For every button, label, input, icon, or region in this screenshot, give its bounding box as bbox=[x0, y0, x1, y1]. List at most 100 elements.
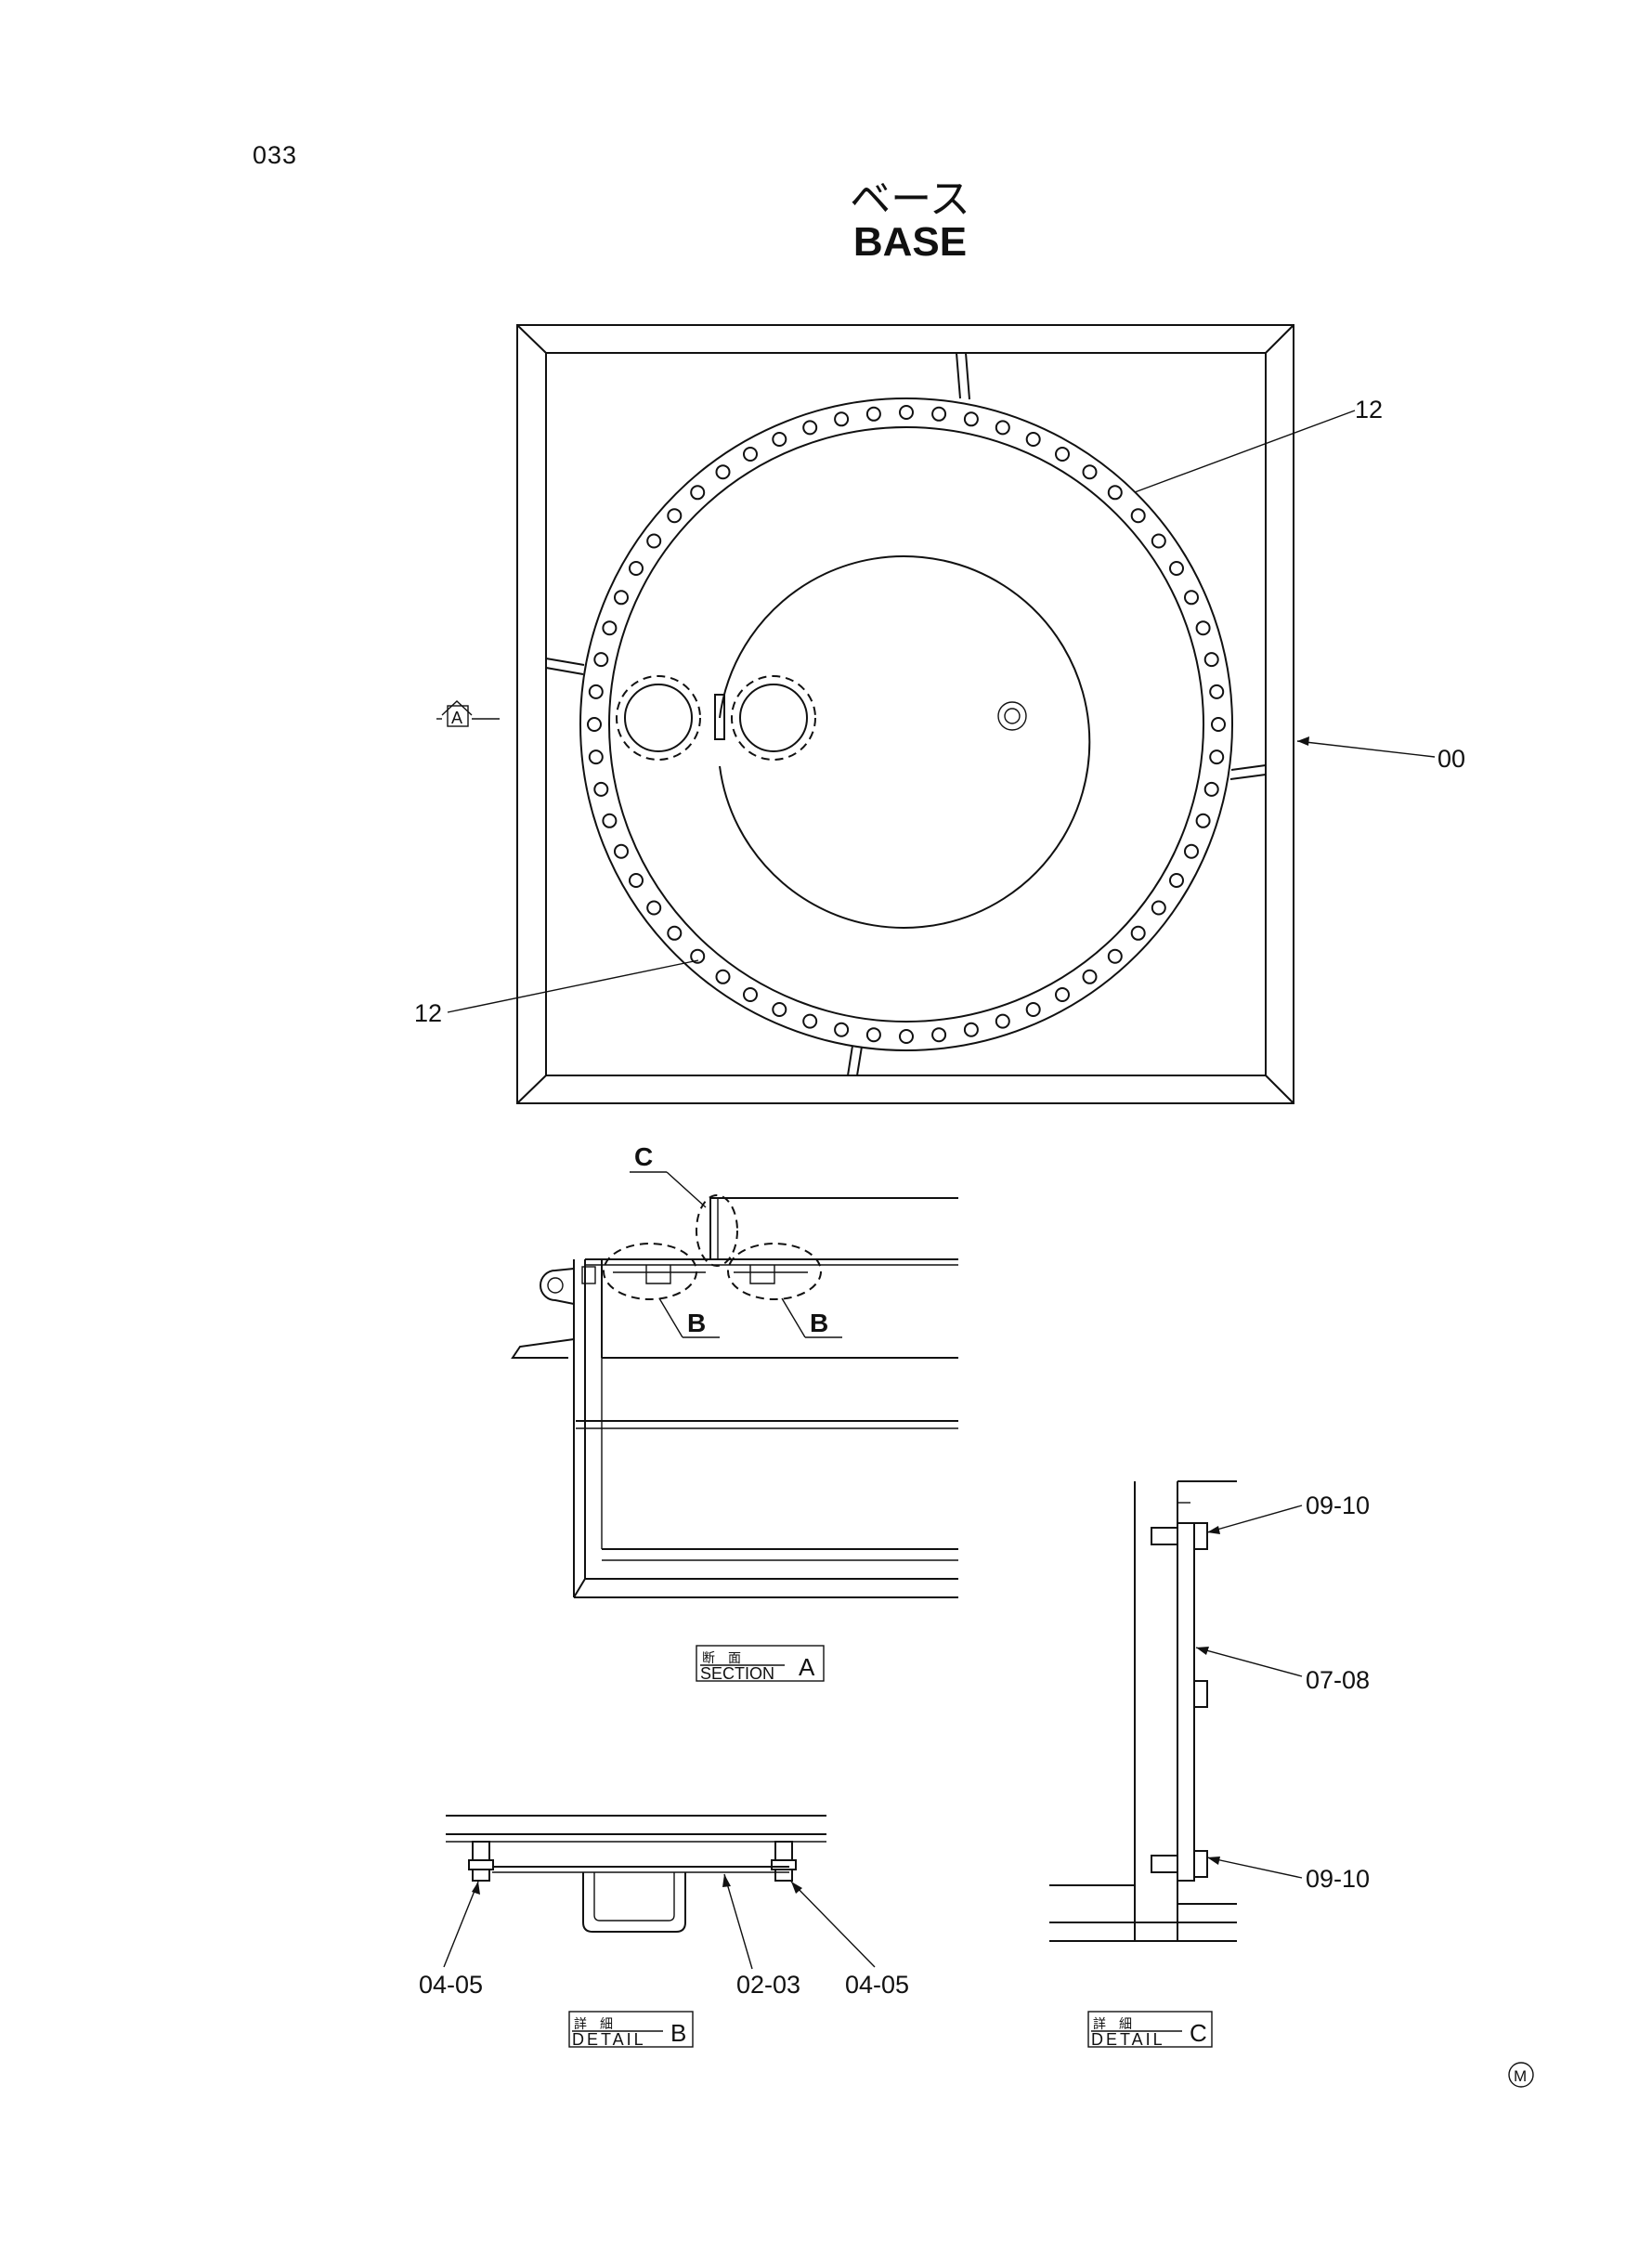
bolt-hole bbox=[715, 969, 731, 984]
grease-fitting bbox=[997, 701, 1027, 731]
bolt-hole bbox=[690, 485, 706, 501]
bolt-hole bbox=[802, 1013, 818, 1029]
bolt-hole bbox=[865, 1027, 881, 1043]
bolt-hole bbox=[1203, 781, 1219, 797]
bolt-hole bbox=[1211, 717, 1226, 732]
bolt-hole bbox=[614, 843, 629, 859]
svg-text:SECTION: SECTION bbox=[700, 1664, 774, 1683]
detail-c-caption: 詳 細 DETAIL C bbox=[1087, 2011, 1213, 2049]
svg-text:DETAIL: DETAIL bbox=[1091, 2030, 1165, 2049]
svg-text:A: A bbox=[451, 709, 462, 727]
base-frame-outer bbox=[516, 324, 1294, 1104]
bolt-hole bbox=[743, 987, 758, 1002]
bolt-hole bbox=[667, 925, 683, 941]
bolt-hole bbox=[588, 749, 604, 765]
bolt-hole bbox=[690, 948, 706, 964]
bolt-hole bbox=[646, 533, 662, 549]
title-english: BASE bbox=[852, 219, 968, 265]
bolt-hole bbox=[1082, 969, 1098, 984]
section-a-caption: 断 面 SECTION A bbox=[696, 1645, 825, 1683]
bolt-hole bbox=[931, 1027, 947, 1043]
title-japanese: ベース bbox=[850, 176, 970, 223]
bolt-hole bbox=[1130, 508, 1146, 524]
page-number: 033 bbox=[253, 141, 298, 169]
bolt-hole bbox=[899, 405, 914, 420]
svg-text:詳 細: 詳 細 bbox=[574, 2017, 613, 2032]
bolt-hole bbox=[1169, 561, 1184, 576]
svg-text:C: C bbox=[1190, 2019, 1207, 2047]
callout-00: 00 bbox=[1437, 745, 1465, 773]
bolt-hole bbox=[995, 420, 1010, 436]
bolt-hole bbox=[629, 873, 644, 888]
bolt-hole bbox=[1025, 432, 1041, 447]
bolt-hole bbox=[995, 1013, 1010, 1029]
base-frame-inner bbox=[545, 352, 1267, 1076]
centre-plate bbox=[719, 555, 1091, 929]
callout-04-05-left: 04-05 bbox=[419, 1971, 483, 1999]
bolt-hole bbox=[899, 1029, 914, 1044]
detail-c-view: 09-10 07-08 09-10 詳 細 DETAIL C bbox=[1049, 1480, 1370, 2049]
bolt-hole bbox=[865, 406, 881, 422]
bolt-hole bbox=[834, 411, 850, 427]
bolt-hole bbox=[1195, 813, 1211, 828]
svg-text:M: M bbox=[1514, 2067, 1527, 2085]
plan-view: A 12 12 00 bbox=[414, 324, 1465, 1104]
opening-right bbox=[739, 684, 808, 752]
bolt-hole bbox=[1151, 900, 1166, 916]
callout-12-upper: 12 bbox=[1355, 396, 1383, 423]
bolt-hole bbox=[1130, 925, 1146, 941]
bolt-hole bbox=[588, 684, 604, 699]
bolt-hole bbox=[931, 406, 947, 422]
svg-text:B: B bbox=[670, 2019, 686, 2047]
bolt-hole bbox=[646, 900, 662, 916]
bolt-hole bbox=[963, 411, 979, 427]
callout-02-03: 02-03 bbox=[736, 1971, 800, 1999]
bolt-hole bbox=[715, 464, 731, 480]
detail-ref-b-right: B bbox=[810, 1309, 828, 1337]
bolt-hole bbox=[1151, 533, 1166, 549]
bolt-hole bbox=[1203, 652, 1219, 668]
detail-b-view: 04-05 02-03 04-05 詳 細 DETAIL B bbox=[419, 1815, 909, 2049]
svg-text:断 面: 断 面 bbox=[702, 1651, 741, 1666]
bolt-hole bbox=[629, 561, 644, 576]
bolt-hole bbox=[1184, 843, 1199, 859]
detail-b-caption: 詳 細 DETAIL B bbox=[568, 2011, 694, 2049]
bolt-hole bbox=[963, 1022, 979, 1037]
callout-12-lower: 12 bbox=[414, 999, 442, 1027]
bolt-hole bbox=[1055, 447, 1070, 462]
bolt-hole bbox=[1055, 987, 1070, 1002]
detail-ref-b-left: B bbox=[687, 1309, 706, 1337]
bolt-hole bbox=[772, 1002, 787, 1017]
swivel-joint bbox=[714, 694, 725, 740]
bolt-hole bbox=[602, 620, 618, 636]
stiffener-ribs bbox=[545, 352, 1267, 1076]
bolt-hole bbox=[802, 420, 818, 436]
bolt-hole bbox=[1107, 948, 1123, 964]
section-view-a: C B B 断 面 SECTION A bbox=[511, 1142, 958, 1683]
bolt-hole bbox=[1169, 873, 1184, 888]
ring-inner bbox=[608, 426, 1204, 1023]
svg-text:DETAIL: DETAIL bbox=[572, 2030, 646, 2049]
svg-text:A: A bbox=[799, 1653, 815, 1681]
bolt-hole bbox=[1209, 684, 1225, 699]
bolt-hole bbox=[1025, 1002, 1041, 1017]
corner-mark: M bbox=[1508, 2062, 1534, 2088]
ring-outer bbox=[579, 397, 1233, 1051]
callout-09-10-upper: 09-10 bbox=[1306, 1492, 1370, 1519]
bolt-hole bbox=[1107, 485, 1123, 501]
bolt-hole bbox=[1184, 590, 1199, 606]
callout-09-10-lower: 09-10 bbox=[1306, 1865, 1370, 1893]
bolt-hole bbox=[1195, 620, 1211, 636]
bolt-hole bbox=[772, 432, 787, 447]
callout-04-05-right: 04-05 bbox=[845, 1971, 909, 1999]
bolt-hole bbox=[743, 447, 758, 462]
bolt-hole bbox=[1082, 464, 1098, 480]
bolt-hole bbox=[593, 781, 609, 797]
callout-07-08: 07-08 bbox=[1306, 1666, 1370, 1694]
bolt-hole bbox=[1209, 749, 1225, 765]
section-arrow-a: A bbox=[436, 700, 500, 727]
bolt-hole bbox=[602, 813, 618, 828]
bolt-holes bbox=[587, 405, 1226, 1044]
bolt-hole bbox=[667, 508, 683, 524]
